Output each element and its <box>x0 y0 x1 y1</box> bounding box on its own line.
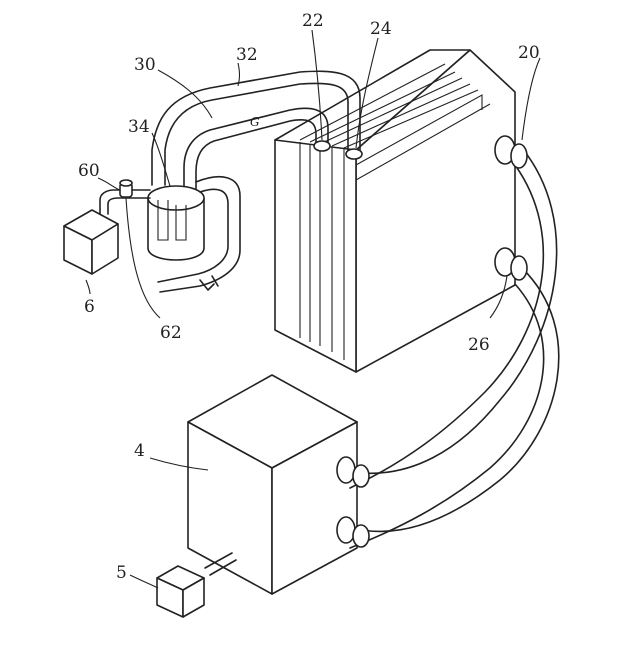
label-32: 32 <box>236 45 258 65</box>
label-24: 24 <box>370 19 392 39</box>
label-30: 30 <box>134 55 156 75</box>
label-26: 26 <box>468 335 490 355</box>
separator-cylinder <box>148 177 240 292</box>
fuel-cell-stack <box>275 50 515 372</box>
label-22: 22 <box>302 11 324 31</box>
unit-6-box <box>64 180 150 274</box>
label-34: 34 <box>128 117 150 137</box>
label-6: 6 <box>84 297 95 317</box>
label-60: 60 <box>78 161 100 181</box>
label-20: 20 <box>518 43 540 63</box>
unit-4-box <box>188 375 357 594</box>
label-62: 62 <box>160 323 182 343</box>
label-g: G <box>250 115 260 129</box>
label-4: 4 <box>134 441 145 461</box>
label-5: 5 <box>116 563 127 583</box>
